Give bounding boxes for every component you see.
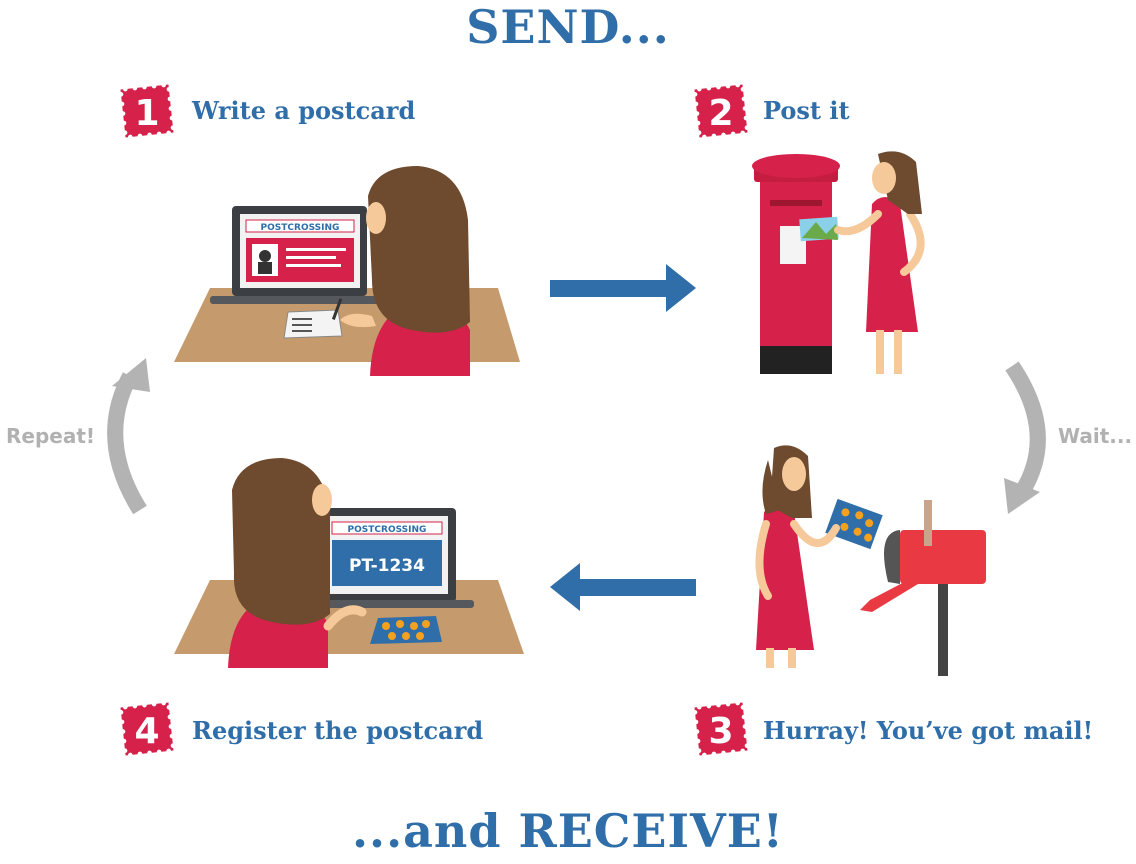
screen-brand-2: POSTCROSSING	[348, 525, 427, 535]
laptop-base	[210, 296, 380, 304]
step-4-badge: 4	[117, 699, 177, 759]
wait-label: Wait...	[1058, 424, 1133, 448]
scene-write-postcard: POSTCROSSING	[174, 166, 520, 376]
step-3-badge: 3	[691, 699, 751, 759]
repeat-curved-arrow-icon	[107, 358, 150, 515]
step-3-label: Hurray! You’ve got mail!	[763, 716, 1094, 745]
repeat-label: Repeat!	[6, 424, 96, 448]
step-1-label: Write a postcard	[192, 96, 416, 125]
title-receive: ...and RECEIVE!	[352, 804, 784, 858]
step-2-badge: 2	[691, 81, 751, 141]
pillar-box	[760, 176, 832, 366]
scene-post-it	[752, 151, 925, 374]
step-1-badge: 1	[117, 81, 177, 141]
step-4-number: 4	[134, 711, 159, 752]
mailbox	[900, 530, 986, 584]
hair	[368, 166, 470, 333]
mailbox-post	[938, 580, 948, 676]
step-3-number: 3	[708, 711, 733, 752]
flower-postcard	[825, 498, 883, 550]
step-1-number: 1	[134, 93, 159, 134]
scene-got-mail	[755, 445, 986, 676]
screen-brand-1: POSTCROSSING	[261, 223, 340, 233]
wait-curved-arrow-icon	[1004, 361, 1046, 514]
scene-register-postcard: POSTCROSSING PT-1234	[174, 458, 524, 668]
title-send: SEND...	[466, 0, 670, 54]
step-2-label: Post it	[763, 96, 850, 125]
arrow-right-icon	[550, 264, 696, 312]
postcard-code: PT-1234	[349, 556, 425, 576]
arrow-left-icon	[550, 563, 696, 611]
laptop-base-2	[296, 600, 474, 608]
step-4-label: Register the postcard	[192, 716, 484, 745]
step-2-number: 2	[708, 93, 733, 134]
